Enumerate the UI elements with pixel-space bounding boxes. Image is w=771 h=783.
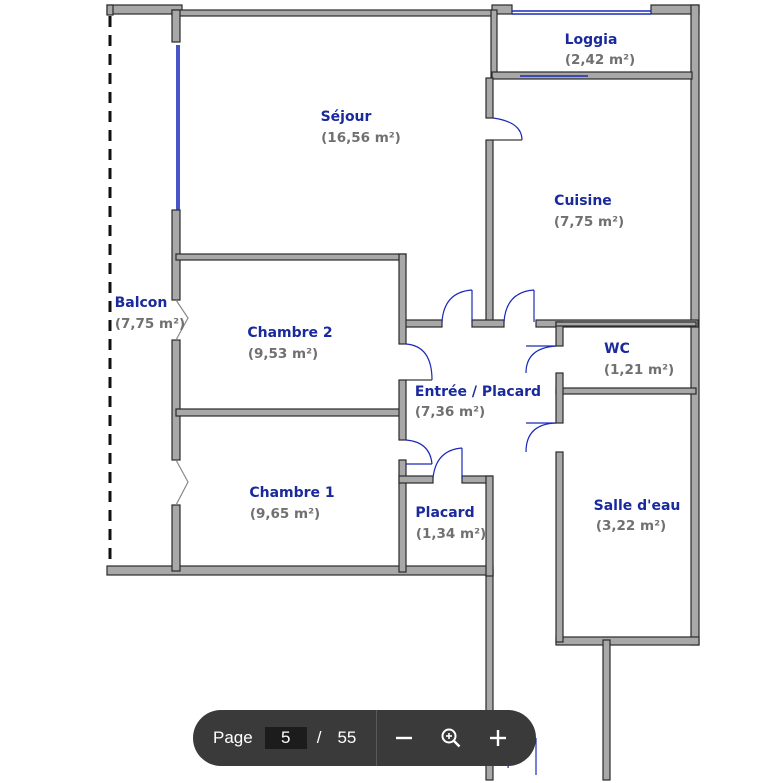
room-area-entree: (7,36 m²) [415,404,485,420]
room-name-salle-eau: Salle d'eau [594,498,681,514]
room-name-sejour: Séjour [321,109,372,125]
room-area-cuisine: (7,75 m²) [554,214,624,230]
plus-icon [490,730,507,746]
page-total: 55 [337,728,357,747]
room-name-chambre1: Chambre 1 [249,485,334,501]
minus-icon [396,736,413,740]
room-area-sejour: (16,56 m²) [321,130,401,146]
toolbar-divider [376,710,378,766]
room-name-wc: WC [604,341,630,357]
room-name-placard: Placard [415,505,474,521]
room-name-balcon: Balcon [115,295,168,311]
magnifier-icon [441,728,461,748]
doors [175,117,557,775]
room-area-loggia: (2,42 m²) [565,52,635,68]
room-name-entree: Entrée / Placard [415,384,541,400]
walls [106,4,700,781]
room-area-wc: (1,21 m²) [604,362,674,378]
page-number-input[interactable] [264,727,307,749]
room-area-placard: (1,34 m²) [416,526,486,542]
room-area-chambre2: (9,53 m²) [248,346,318,362]
room-name-chambre2: Chambre 2 [247,325,332,341]
room-area-balcon: (7,75 m²) [115,316,185,332]
page-separator: / [316,728,322,747]
room-name-cuisine: Cuisine [554,193,612,209]
room-area-chambre1: (9,65 m²) [250,506,320,522]
zoom-out-button[interactable] [382,718,426,758]
zoom-in-button[interactable] [476,718,520,758]
pdf-toolbar: Page / 55 [193,710,536,766]
room-area-salle-eau: (3,22 m²) [596,518,666,534]
room-name-loggia: Loggia [565,32,618,48]
zoom-reset-button[interactable] [429,718,473,758]
page-label: Page [213,728,253,747]
windows [176,10,651,210]
